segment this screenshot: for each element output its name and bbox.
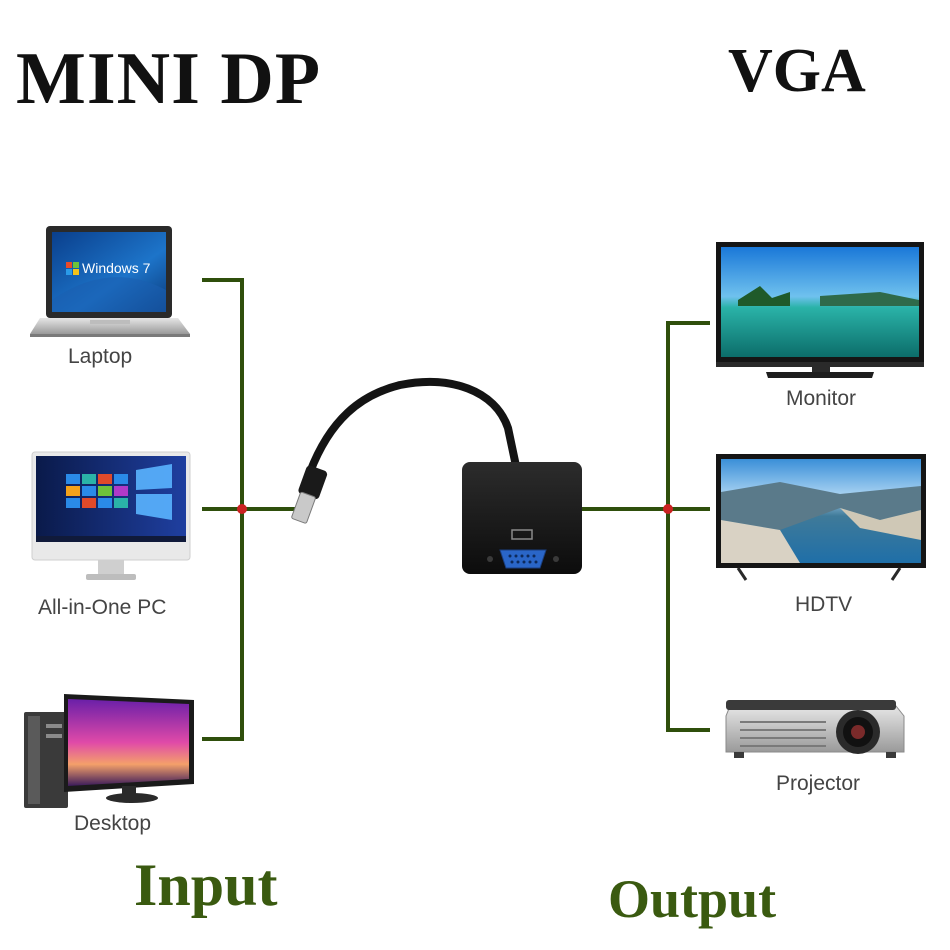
input-type-title: MINI DP: [16, 38, 322, 120]
all-in-one-pc-label: All-in-One PC: [38, 596, 167, 619]
hdtv-icon: [716, 454, 926, 581]
output-junction-dot: [663, 504, 673, 514]
monitor-icon: [716, 242, 924, 378]
hdtv-label: HDTV: [795, 593, 853, 616]
input-label: Input: [134, 852, 278, 918]
desktop-icon: [24, 694, 194, 808]
adapter-body: [462, 462, 582, 574]
projector-label: Projector: [776, 772, 861, 795]
mini-dp-plug: [291, 465, 328, 524]
laptop-label: Laptop: [68, 345, 133, 368]
monitor-label: Monitor: [786, 387, 857, 410]
vga-port: [487, 549, 559, 569]
vga-symbol: [511, 529, 533, 540]
windows-7-text: Windows 7: [82, 260, 151, 276]
output-label: Output: [608, 869, 777, 929]
output-bracket-line: [666, 321, 710, 732]
mini-dp-to-vga-adapter: [291, 378, 582, 574]
projector-icon: [725, 700, 905, 758]
input-junction-dot: [237, 504, 247, 514]
laptop-icon: Windows 7: [30, 226, 190, 337]
all-in-one-pc-icon: [31, 451, 191, 580]
desktop-label: Desktop: [74, 812, 152, 835]
output-bracket: [578, 321, 710, 732]
adapter-cable: [306, 378, 520, 476]
output-type-title: VGA: [728, 37, 866, 105]
input-bracket: [202, 278, 296, 741]
